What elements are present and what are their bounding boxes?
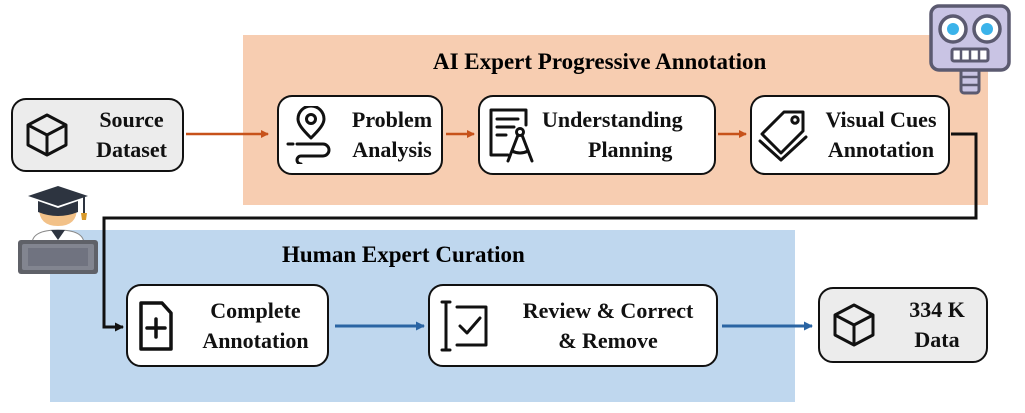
connector-visual-to-complete <box>102 132 978 332</box>
cube-icon <box>820 300 888 350</box>
robot-icon <box>928 3 1012 100</box>
document-compass-icon <box>480 105 542 165</box>
checklist-icon <box>430 299 500 353</box>
map-pin-path-icon <box>279 106 343 164</box>
tags-icon <box>752 108 814 162</box>
human-panel-title: Human Expert Curation <box>282 242 525 267</box>
file-plus-icon <box>128 300 184 352</box>
review-correct-remove-label: Review & Correct& Remove <box>522 297 694 353</box>
review-correct-remove-node: Review & Correct& Remove <box>428 284 718 367</box>
teacher-icon <box>18 186 98 279</box>
cube-icon <box>13 110 81 160</box>
ai-panel-title: AI Expert Progressive Annotation <box>433 49 767 74</box>
